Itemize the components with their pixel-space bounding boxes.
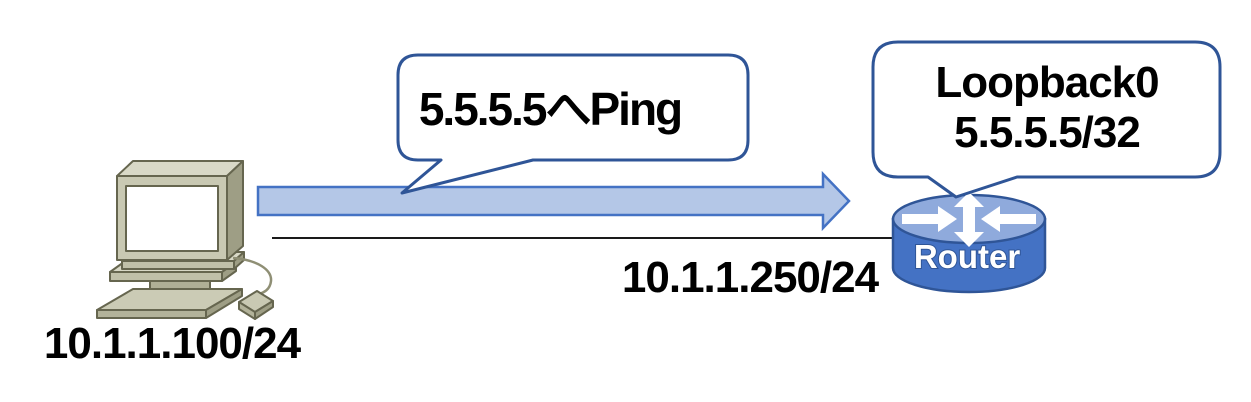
loopback-callout-line1: Loopback0 — [935, 58, 1158, 107]
ping-arrow — [256, 170, 851, 232]
pc-icon — [96, 160, 274, 320]
pc-mouse-side — [254, 300, 274, 320]
ping-callout-text: 5.5.5.5へPing — [419, 83, 681, 135]
router-interface-ip-label: 10.1.1.250/24 — [622, 253, 880, 302]
router-icon: Router — [891, 192, 1047, 294]
loopback-callout-bubble — [871, 40, 1222, 199]
pc-monitor-top — [116, 160, 244, 177]
pc-stand-upper-front — [121, 260, 235, 270]
loopback-callout: Loopback0 5.5.5.5/32 — [871, 40, 1222, 199]
pc-monitor-screen — [125, 185, 219, 252]
router-label: Router — [914, 238, 1020, 275]
router-arrow-vertical — [954, 192, 984, 247]
pc-ip-label: 10.1.1.100/24 — [44, 319, 302, 368]
pc-stand-lower-front — [109, 271, 223, 282]
pc-monitor-side — [226, 160, 244, 261]
pc-keyboard-front — [96, 309, 207, 319]
ping-callout: 5.5.5.5へPing — [396, 53, 750, 195]
router-arrow-right-in — [981, 206, 1036, 232]
router-arrow-left-in — [902, 206, 957, 232]
ping-callout-bubble — [396, 53, 750, 195]
loopback-callout-line2: 5.5.5.5/32 — [954, 108, 1140, 157]
